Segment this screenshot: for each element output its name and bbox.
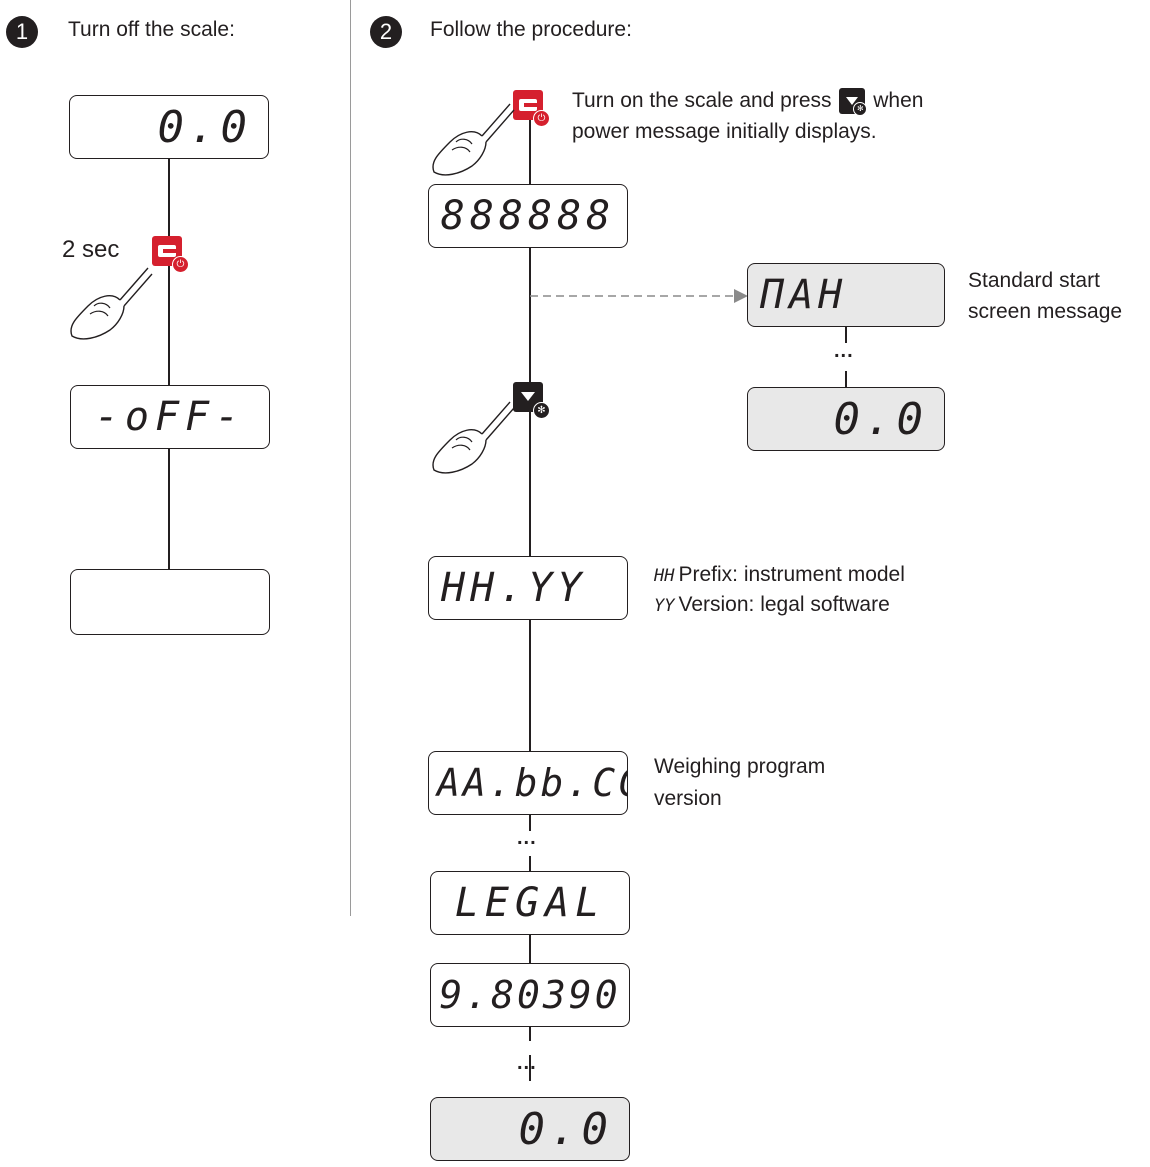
instruction-part2: when [873, 89, 924, 112]
display-text: 0.0 [157, 101, 252, 153]
display-text: HH.YY [441, 565, 587, 611]
step-2-title: Follow the procedure: [430, 18, 632, 41]
display-step1-off: -oFF- [70, 385, 270, 449]
connector-before-legal [529, 856, 531, 872]
program-version-label-2: version [654, 787, 722, 810]
display-step1-initial: 0.0 [69, 95, 269, 159]
down-arrow-tare-key-icon: ✻ [513, 382, 550, 419]
hand-press-icon [432, 103, 515, 176]
step-1-badge: 1 [6, 16, 38, 48]
column-divider [350, 0, 351, 916]
ellipsis: ... [517, 1052, 537, 1074]
display-step1-blank [70, 569, 270, 635]
display-text: 9.80390 [439, 973, 621, 1017]
display-text: LEGAL [454, 880, 606, 926]
display-final-zero: 0.0 [430, 1097, 630, 1161]
yy-symbol: YY [654, 596, 675, 616]
hand-press-icon [70, 267, 153, 340]
branch-connector-2 [845, 371, 847, 387]
branch-connector-1 [845, 327, 847, 343]
display-text: 0.0 [833, 393, 928, 445]
ellipsis: ... [517, 827, 537, 849]
display-hh-yy: HH.YY [428, 556, 628, 620]
display-step2-test: 888888 [428, 184, 628, 248]
down-arrow-tare-key-icon: ✻ [839, 88, 868, 117]
display-text: 888888 [440, 193, 616, 239]
display-text: ПАН [760, 272, 848, 318]
hh-symbol: HH [654, 566, 675, 586]
tare-icon: ✻ [853, 102, 868, 117]
display-text: AA.bb.CC [437, 761, 628, 805]
hold-duration-label: 2 sec [62, 236, 120, 263]
c-power-key-icon: ⏻ [513, 90, 550, 127]
instruction-text: Turn on the scale and press ✻ when [572, 86, 924, 117]
connector-after-version [529, 815, 531, 831]
step-1-title: Turn off the scale: [68, 18, 235, 41]
step-1-connector [168, 158, 170, 570]
step-2-connector [529, 116, 531, 752]
display-text: -oFF- [94, 394, 246, 440]
step-2-connector-bottom [529, 1055, 531, 1081]
program-version-label-1: Weighing program [654, 755, 826, 778]
instruction-part1: Turn on the scale and press [572, 89, 832, 112]
connector-after-gravity [529, 1027, 531, 1041]
power-icon: ⏻ [172, 256, 189, 273]
hand-press-icon [432, 401, 515, 474]
step-2-badge: 2 [370, 16, 402, 48]
tare-icon: ✻ [533, 402, 550, 419]
hh-text: Prefix: instrument model [678, 563, 905, 586]
display-branch-zero: 0.0 [747, 387, 945, 451]
c-power-key-icon: ⏻ [152, 236, 189, 273]
yy-text: Version: legal software [678, 593, 890, 616]
display-program-version: AA.bb.CC [428, 751, 628, 815]
branch-arrow [530, 289, 748, 303]
display-text: 0.0 [518, 1103, 613, 1155]
instruction-line2: power message initially displays. [572, 120, 877, 143]
standard-start-label-2: screen message [968, 300, 1123, 323]
standard-start-label-1: Standard start [968, 269, 1100, 292]
power-icon: ⏻ [533, 110, 550, 127]
display-gravity: 9.80390 [430, 963, 630, 1027]
step-2-connector-lower [529, 930, 531, 964]
display-legal: LEGAL [430, 871, 630, 935]
display-standard-start: ПАН [747, 263, 945, 327]
display-text [71, 570, 269, 634]
ellipsis: ... [834, 340, 854, 362]
